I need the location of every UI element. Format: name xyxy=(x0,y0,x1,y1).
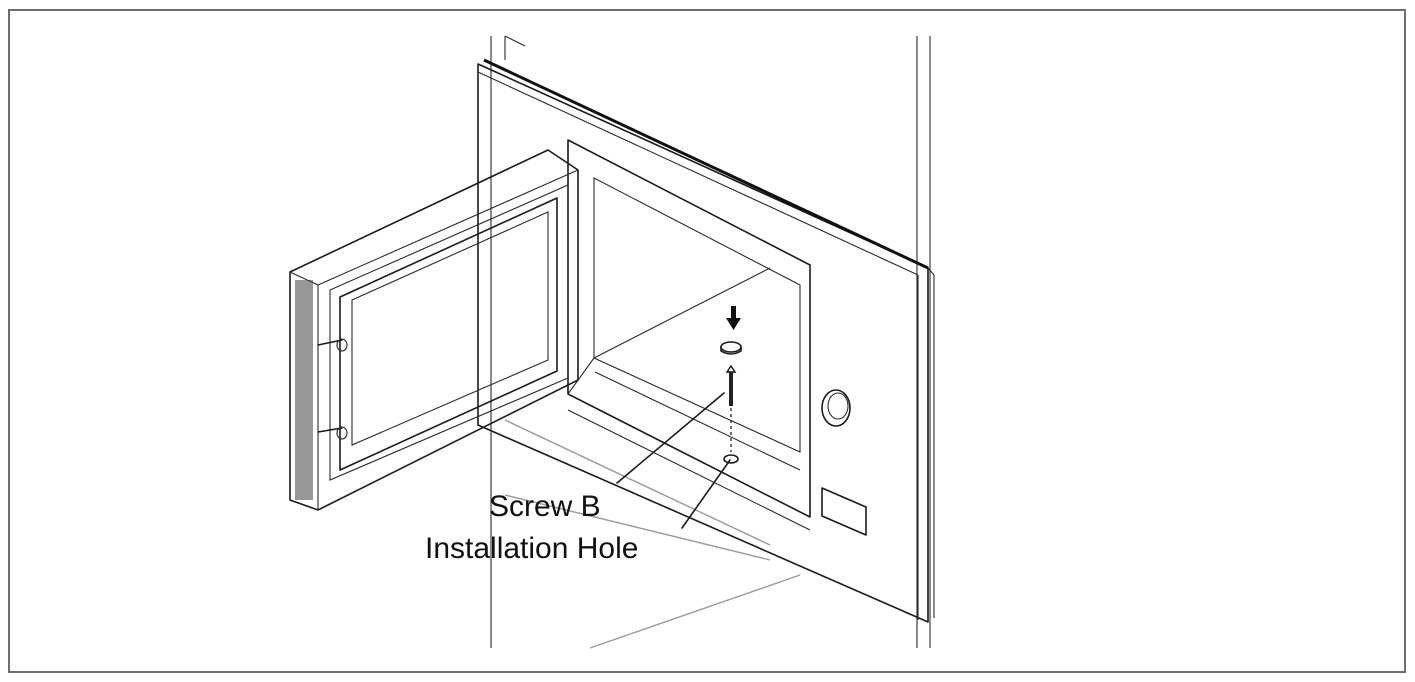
microwave-door xyxy=(289,149,579,511)
screw-b xyxy=(725,364,737,406)
washer xyxy=(720,341,742,355)
display-window xyxy=(821,487,867,536)
diagram-frame xyxy=(8,9,1406,673)
door-hinge-edge xyxy=(295,280,313,500)
hole-leader-line xyxy=(681,459,731,529)
installation-hole xyxy=(723,408,739,464)
oven-cavity xyxy=(567,139,811,531)
screw-leader-line xyxy=(616,392,725,484)
screw-b-label: Screw B xyxy=(489,490,601,523)
control-knob xyxy=(821,389,851,427)
down-arrow-icon xyxy=(726,306,741,330)
microwave-front-frame xyxy=(477,58,935,623)
installation-hole-label: Installation Hole xyxy=(425,532,639,565)
cabinet-outline xyxy=(490,35,931,649)
